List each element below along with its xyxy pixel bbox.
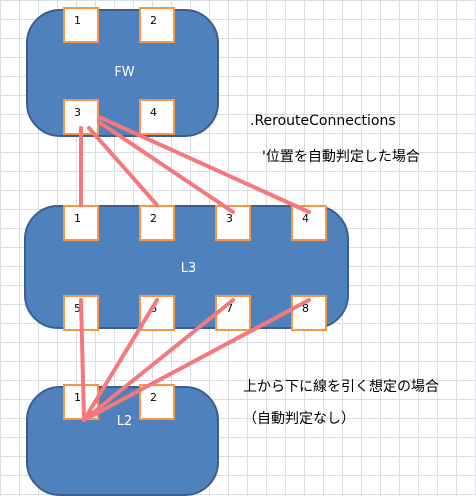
device-l3-label: L3 xyxy=(180,261,197,276)
fw-port-1[interactable]: 1 xyxy=(63,7,99,43)
connector-fw3-l3-2 xyxy=(87,126,159,207)
l2-port-1[interactable]: 1 xyxy=(63,384,99,420)
fw-port-4[interactable]: 4 xyxy=(139,99,175,135)
diagram-canvas: FW 1 2 3 4 L3 1 2 3 4 5 6 7 8 L2 1 2 .Re… xyxy=(24,7,439,496)
manual-comment-note: （自動判定なし） xyxy=(243,411,355,427)
device-fw-label: FW xyxy=(114,65,135,80)
device-l2-label: L2 xyxy=(116,414,133,429)
device-fw[interactable]: FW xyxy=(26,9,219,137)
l3-port-5[interactable]: 5 xyxy=(63,295,99,331)
reroute-method-note: .RerouteConnections xyxy=(250,113,396,129)
fw-port-2[interactable]: 2 xyxy=(139,7,175,43)
l3-port-7[interactable]: 7 xyxy=(215,295,251,331)
l3-port-4[interactable]: 4 xyxy=(291,205,327,241)
reroute-comment-note: '位置を自動判定した場合 xyxy=(262,149,420,165)
device-l2[interactable]: L2 xyxy=(26,386,219,496)
l3-port-6[interactable]: 6 xyxy=(139,295,175,331)
manual-caption-note: 上から下に線を引く想定の場合 xyxy=(243,379,439,395)
l2-port-2[interactable]: 2 xyxy=(139,384,175,420)
l3-port-1[interactable]: 1 xyxy=(63,205,99,241)
fw-port-3[interactable]: 3 xyxy=(63,99,99,135)
l3-port-2[interactable]: 2 xyxy=(139,205,175,241)
l3-port-3[interactable]: 3 xyxy=(215,205,251,241)
l3-port-8[interactable]: 8 xyxy=(291,295,327,331)
